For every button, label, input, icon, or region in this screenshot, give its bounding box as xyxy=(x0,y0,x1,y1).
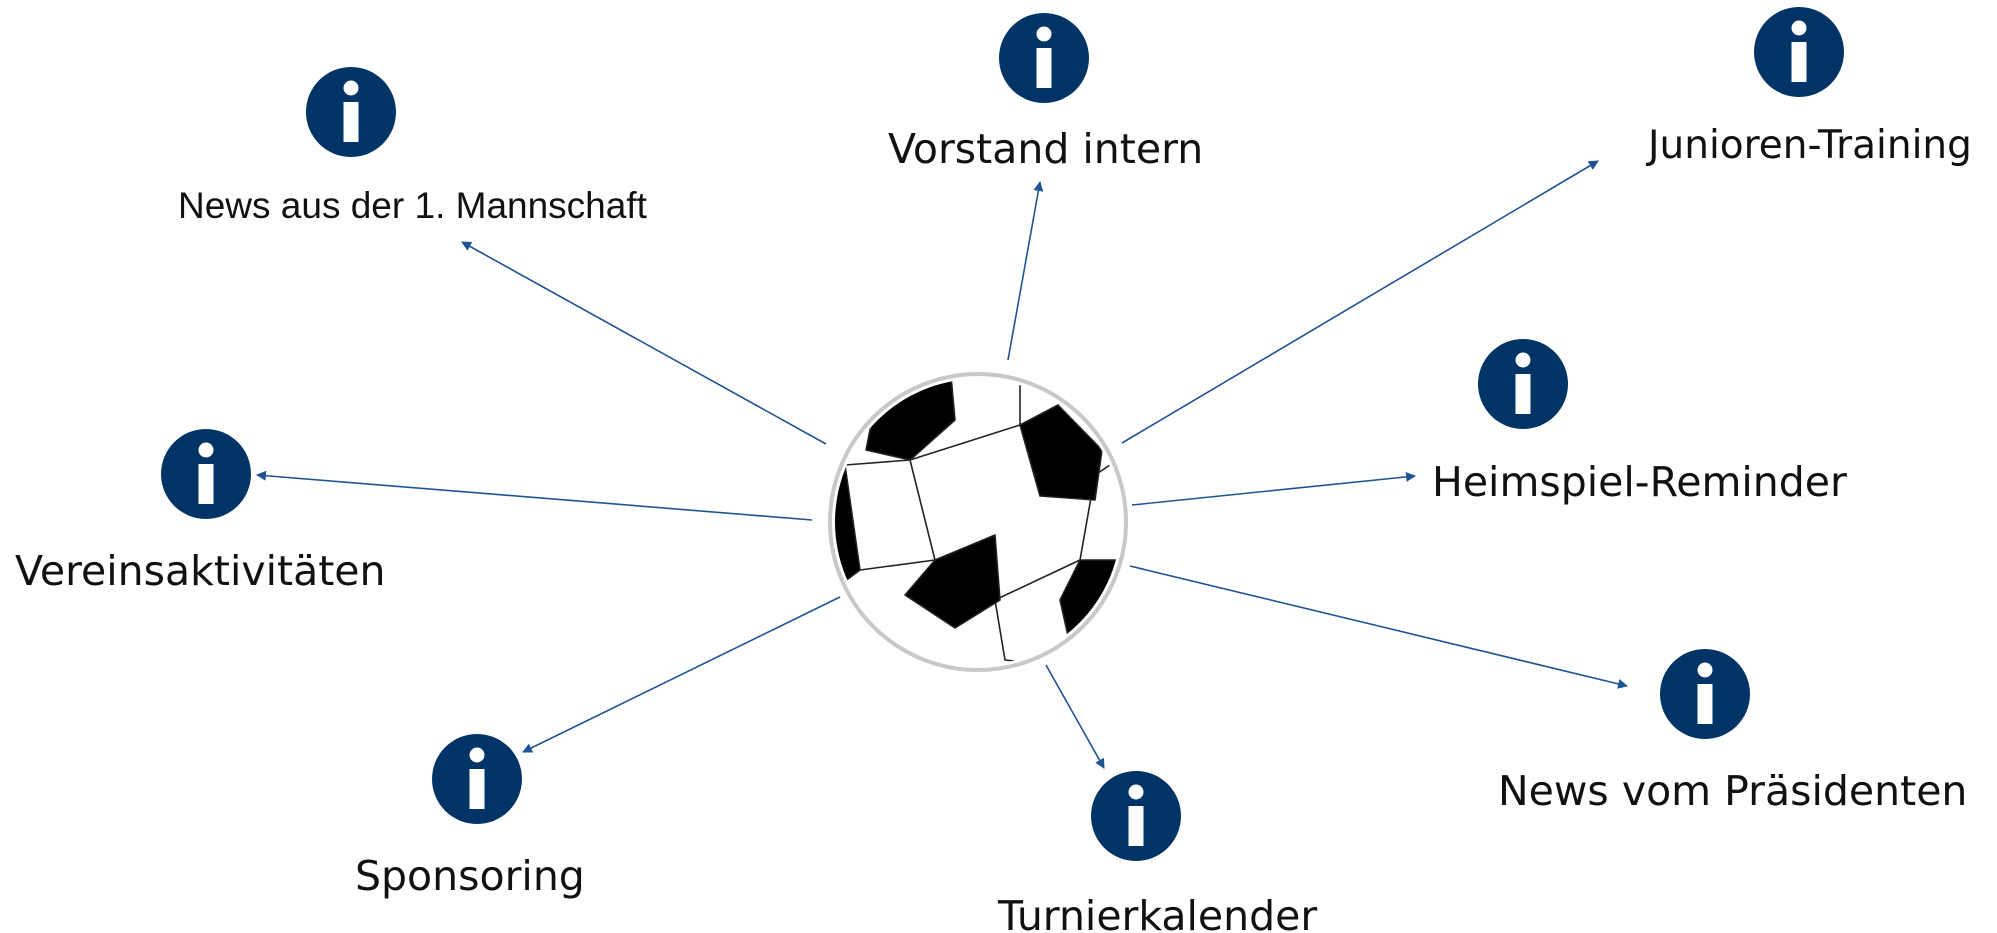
label-vereinsaktivitaeten: Vereinsaktivitäten xyxy=(15,547,385,595)
arrow-junioren-training xyxy=(1121,160,1599,444)
info-icon xyxy=(432,734,522,824)
arrow-news-vom-praesidenten xyxy=(1129,565,1628,689)
arrow-news-1-mannschaft xyxy=(461,241,827,445)
label-sponsoring: Sponsoring xyxy=(355,852,585,900)
info-icon xyxy=(306,67,396,157)
arrow-vorstand-intern xyxy=(1007,181,1044,361)
arrow-turnierkalender xyxy=(1045,664,1105,769)
arrow-sponsoring xyxy=(522,596,841,753)
label-news-vom-praesidenten: News vom Präsidenten xyxy=(1498,767,1967,815)
soccer-ball-icon xyxy=(828,372,1128,672)
connector-arrows xyxy=(256,160,1628,769)
label-turnierkalender: Turnierkalender xyxy=(997,892,1317,933)
arrow-vereinsaktivitaeten xyxy=(256,470,813,521)
info-icon xyxy=(1091,771,1181,861)
info-icon xyxy=(1478,339,1568,429)
label-junioren-training: Junioren-Training xyxy=(1645,123,1972,168)
arrow-heimspiel-reminder xyxy=(1131,471,1416,506)
label-vorstand-intern: Vorstand intern xyxy=(888,125,1203,173)
info-icon xyxy=(161,429,251,519)
label-news-1-mannschaft: News aus der 1. Mannschaft xyxy=(178,185,648,226)
info-icon xyxy=(999,13,1089,103)
info-icon xyxy=(1660,649,1750,739)
info-icon xyxy=(1754,7,1844,97)
label-heimspiel-reminder: Heimspiel-Reminder xyxy=(1432,458,1847,506)
